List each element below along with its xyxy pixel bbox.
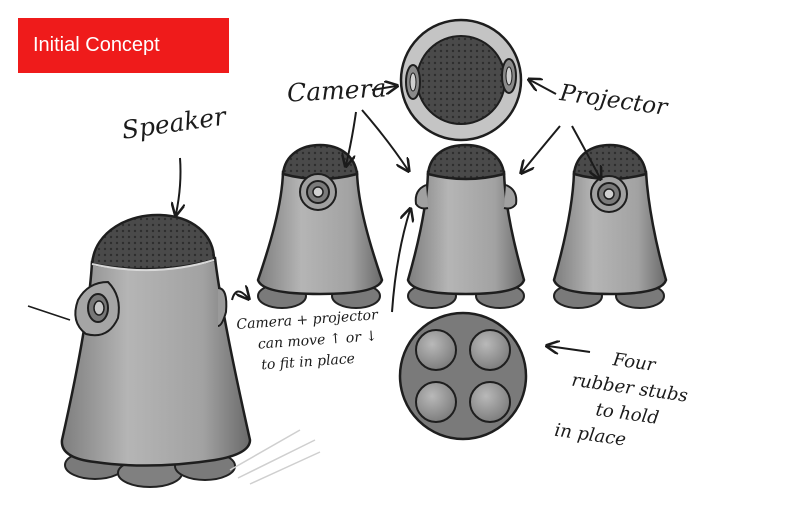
arrow-speaker — [176, 157, 181, 214]
device-side-camera — [256, 143, 384, 309]
device-side-projector — [552, 143, 668, 309]
arrow-camera-left — [346, 111, 357, 165]
rubber-stub — [415, 381, 457, 423]
rubber-stub — [415, 329, 457, 371]
arrow-projector-mid — [522, 125, 561, 172]
arrow-projector-right — [571, 125, 600, 178]
arrow-camera-top — [371, 86, 396, 90]
projector-icon — [590, 175, 628, 213]
device-bottom-view — [398, 311, 528, 441]
camera-icon — [74, 280, 120, 337]
camera-icon — [299, 173, 337, 211]
annotation-arrows — [176, 80, 600, 352]
label-camera-projector-move: Camera + projector can move ↑ or ↓ to fi… — [236, 305, 382, 378]
arrow-camera-mid — [361, 109, 408, 170]
concept-badge: Initial Concept — [18, 18, 229, 73]
label-camera: Camera — [286, 73, 388, 108]
arrow-projector-top — [530, 80, 557, 95]
rubber-stub — [469, 381, 511, 423]
device-top-view — [399, 18, 523, 142]
arrow-stubs — [548, 346, 591, 352]
arrow-move — [391, 210, 410, 313]
label-rubber-stubs: Four rubber stubs to hold in place — [553, 341, 693, 462]
rubber-stub — [469, 329, 511, 371]
device-front-view — [406, 143, 526, 309]
device-large-perspective — [27, 213, 321, 488]
